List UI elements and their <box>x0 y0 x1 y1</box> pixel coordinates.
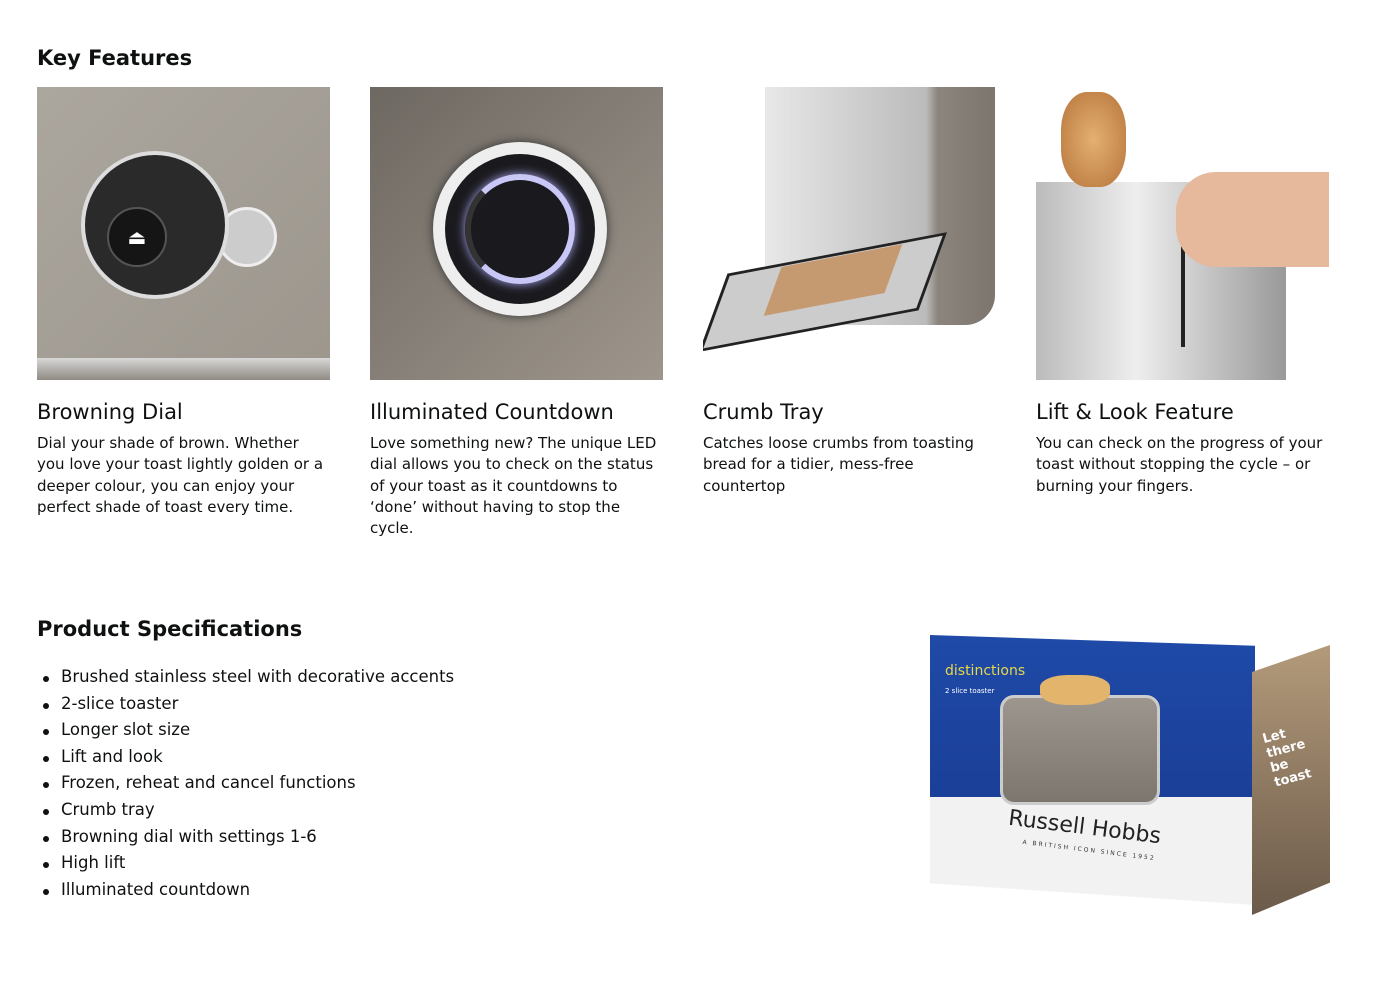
lift-look-image <box>1036 87 1329 380</box>
spec-item: Frozen, reheat and cancel functions <box>37 770 454 797</box>
countdown-image <box>370 87 663 380</box>
browning-dial-image: ⏏ <box>37 87 330 380</box>
feature-crumb-tray: Crumb Tray Catches loose crumbs from toa… <box>703 87 996 497</box>
feature-title: Illuminated Countdown <box>370 400 614 424</box>
spec-item: Longer slot size <box>37 717 454 744</box>
spec-item: Browning dial with settings 1-6 <box>37 824 454 851</box>
feature-description: Love something new? The unique LED dial … <box>370 434 657 538</box>
product-specifications-heading: Product Specifications <box>37 617 303 641</box>
box-subtitle: 2 slice toaster <box>945 687 995 695</box>
feature-title: Crumb Tray <box>703 400 824 424</box>
crumb-tray-image <box>703 87 996 380</box>
feature-illuminated-countdown: Illuminated Countdown Love something new… <box>370 87 663 539</box>
spec-item: Crumb tray <box>37 797 454 824</box>
spec-item: Brushed stainless steel with decorative … <box>37 664 454 691</box>
spec-item: Illuminated countdown <box>37 877 454 904</box>
feature-description: Catches loose crumbs from toasting bread… <box>703 434 974 495</box>
feature-browning-dial: ⏏ Browning Dial Dial your shade of brown… <box>37 87 330 518</box>
spec-item: 2-slice toaster <box>37 691 454 718</box>
spec-item: Lift and look <box>37 744 454 771</box>
spec-item: High lift <box>37 850 454 877</box>
feature-title: Browning Dial <box>37 400 183 424</box>
feature-description: You can check on the progress of your to… <box>1036 434 1323 495</box>
box-range-label: distinctions <box>945 663 1026 679</box>
feature-title: Lift & Look Feature <box>1036 400 1234 424</box>
feature-lift-look: Lift & Look Feature You can check on the… <box>1036 87 1329 497</box>
eject-icon: ⏏ <box>107 207 167 267</box>
feature-description: Dial your shade of brown. Whether you lo… <box>37 434 324 516</box>
product-box-image: distinctions 2 slice toaster Russell Hob… <box>930 625 1330 915</box>
key-features-heading: Key Features <box>37 46 193 70</box>
specifications-list: Brushed stainless steel with decorative … <box>37 664 454 903</box>
